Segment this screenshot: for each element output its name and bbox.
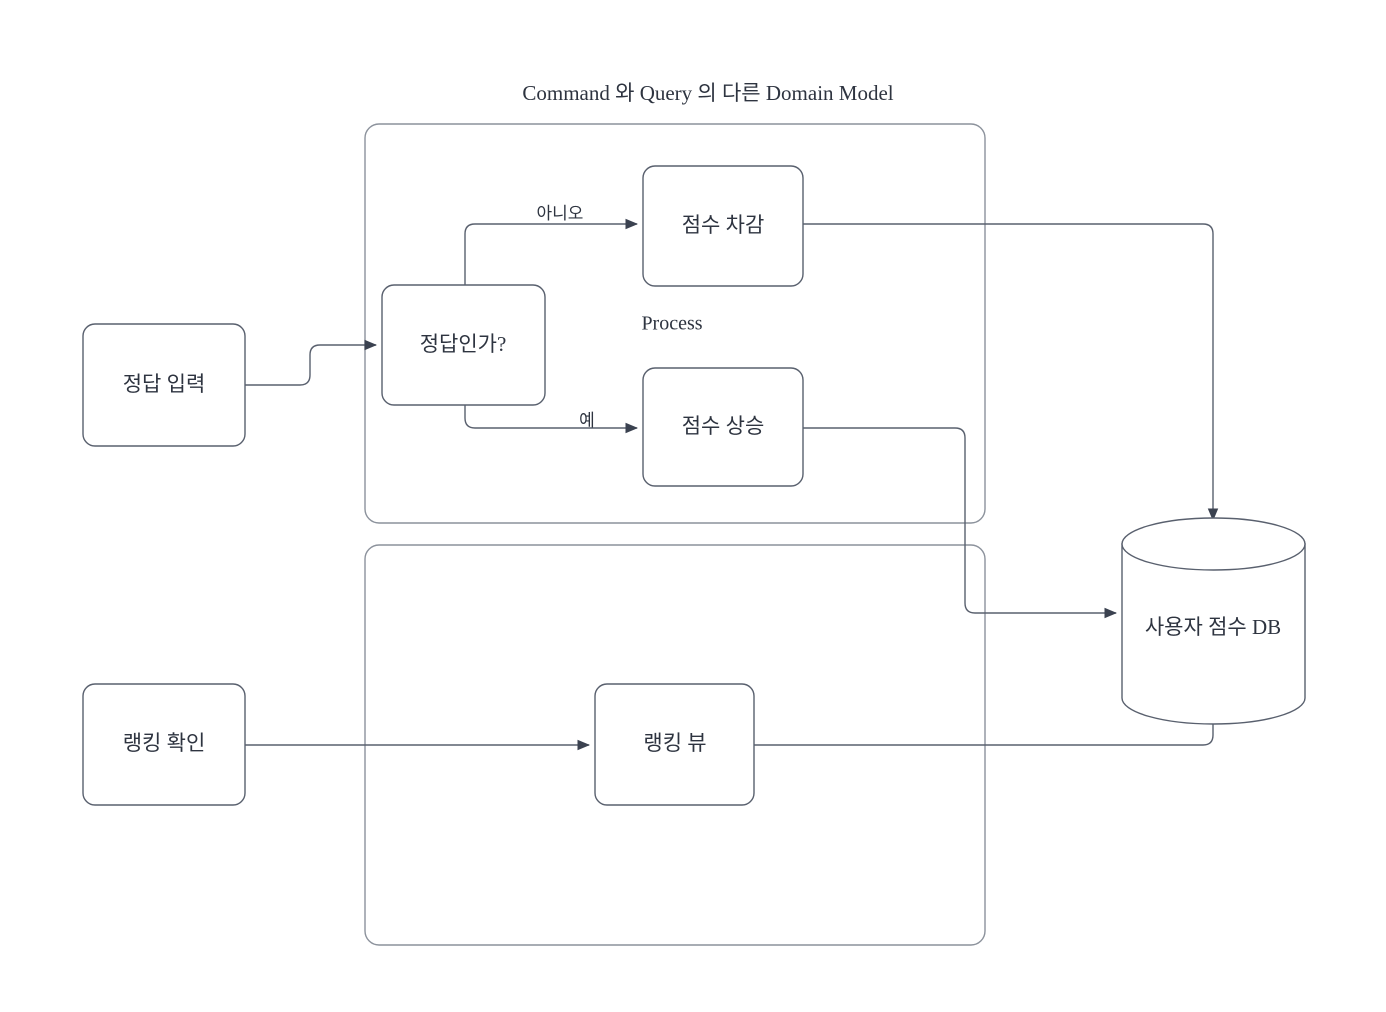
node-score-increase-label: 점수 상승 <box>682 414 765 438</box>
process-group-label: Process <box>641 313 702 335</box>
node-score-decrease-label: 점수 차감 <box>682 213 765 237</box>
edge-label-yes: 예 <box>579 411 595 430</box>
edge-label-no: 아니오 <box>537 204 584 223</box>
node-score-increase-shape[interactable] <box>642 367 804 487</box>
node-ranking-check-shape[interactable] <box>82 683 246 806</box>
edge-is-correct-to-score-decrease <box>464 218 639 285</box>
node-is-correct-shape[interactable] <box>381 284 546 406</box>
node-is-correct-label: 정답인가? <box>420 332 507 356</box>
node-is-correct[interactable]: 정답인가? <box>381 284 546 406</box>
node-score-decrease-shape[interactable] <box>642 165 804 287</box>
edge-is-correct-to-score-increase <box>464 405 639 434</box>
node-answer-input-shape[interactable] <box>82 323 246 447</box>
node-answer-input-label: 정답 입력 <box>123 372 206 396</box>
command-group-container <box>364 123 986 524</box>
node-ranking-check[interactable]: 랭킹 확인 <box>82 683 246 806</box>
node-ranking-view[interactable]: 랭킹 뷰 <box>594 683 755 806</box>
node-user-score-db-label: 사용자 점수 DB <box>1145 615 1281 639</box>
node-user-score-db[interactable]: 사용자 점수 DB <box>1121 517 1306 725</box>
diagram-title: Command 와 Query 의 다른 Domain Model <box>522 81 893 105</box>
node-ranking-check-label: 랭킹 확인 <box>123 731 206 755</box>
edge-score-decrease-to-db <box>803 223 1219 522</box>
node-user-score-db-body[interactable] <box>1121 543 1306 725</box>
node-ranking-view-label: 랭킹 뷰 <box>643 731 706 755</box>
node-user-score-db-top[interactable] <box>1121 517 1306 571</box>
edge-answer-input-to-is-correct <box>245 339 378 386</box>
node-score-increase[interactable]: 점수 상승 <box>642 367 804 487</box>
node-ranking-view-shape[interactable] <box>594 683 755 806</box>
edge-score-increase-to-db <box>803 427 1118 619</box>
node-answer-input[interactable]: 정답 입력 <box>82 323 246 447</box>
node-score-decrease[interactable]: 점수 차감 <box>642 165 804 287</box>
edge-ranking-view-to-db <box>754 710 1219 746</box>
